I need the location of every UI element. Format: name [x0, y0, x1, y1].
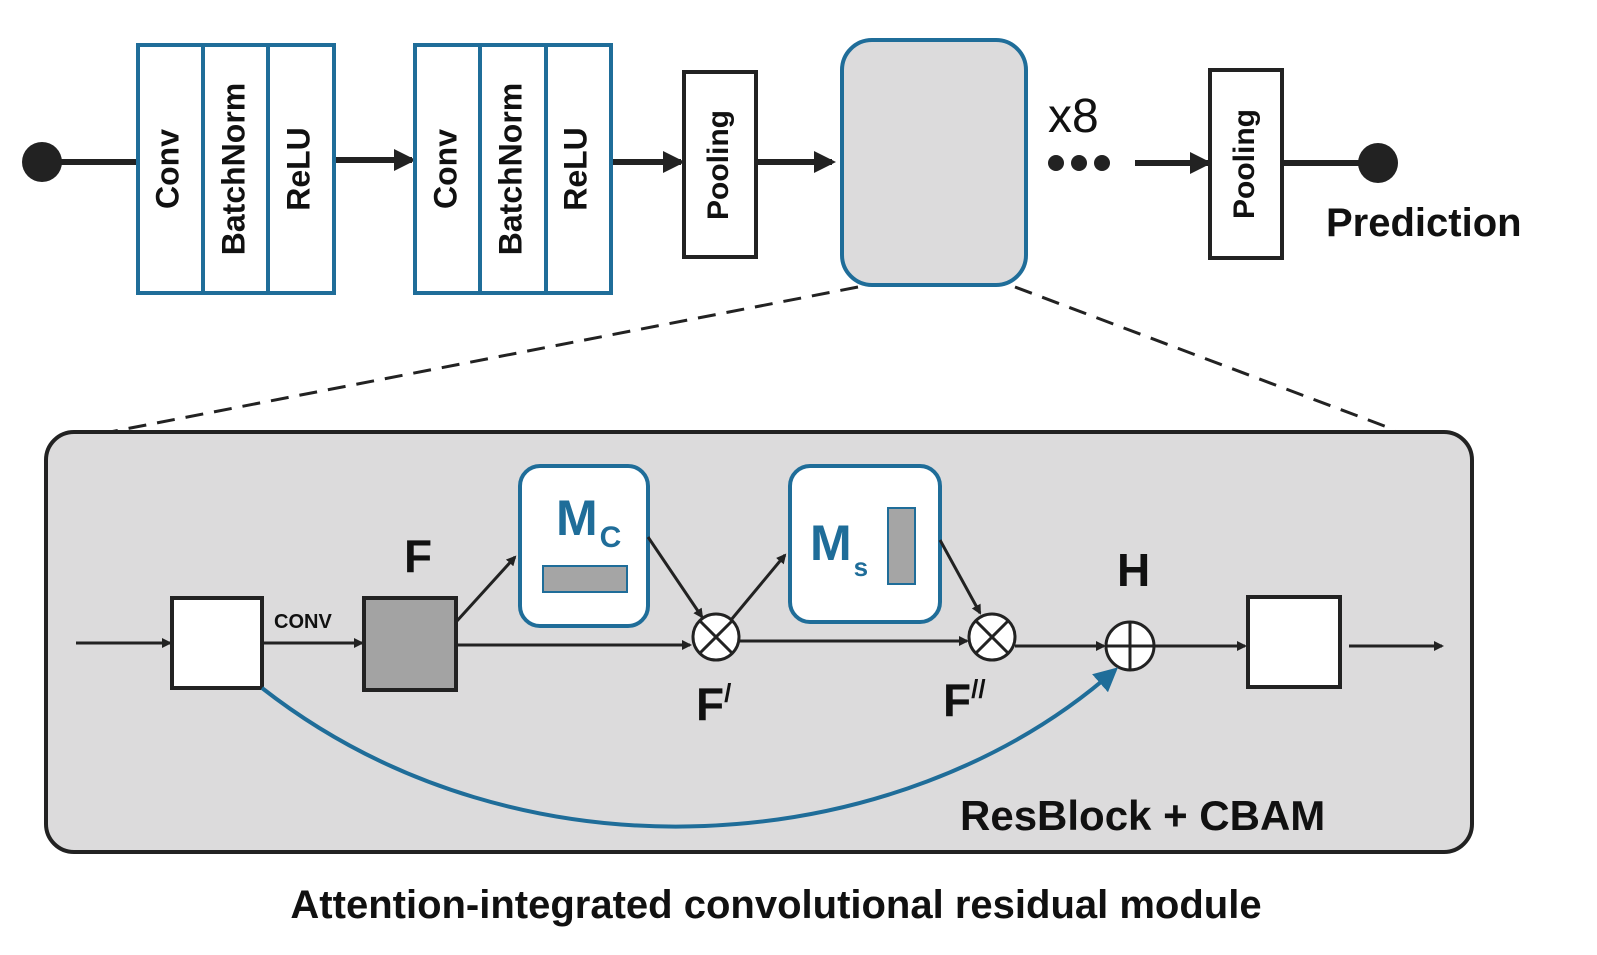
- multiply-node-1: [691, 612, 741, 662]
- skip-connection-curve: [260, 667, 1118, 829]
- pooling-1-label: Pooling: [702, 110, 735, 220]
- block1-relu-label: ReLU: [280, 127, 316, 211]
- svg-text:MC: MC: [556, 490, 621, 554]
- zoom-line-right: [1014, 285, 1396, 432]
- mc-attention-map: [542, 565, 628, 593]
- prediction-label: Prediction: [1326, 201, 1522, 245]
- block2-batchnorm-label: BatchNorm: [492, 83, 528, 255]
- resblock-cbam-module: [840, 38, 1028, 287]
- output-node: [1358, 143, 1398, 183]
- pooling-2: Pooling: [1208, 68, 1284, 260]
- f-prime-main: F: [696, 678, 724, 730]
- f-dprime-sup: //: [971, 674, 985, 704]
- h-label: H: [1117, 544, 1150, 596]
- f-prime-sup: /: [724, 678, 731, 708]
- arrow-f-to-mc: [454, 555, 517, 624]
- arrow-mc-to-mult1: [646, 536, 704, 619]
- conv-label: CONV: [274, 611, 332, 633]
- conv-block-1: Conv BatchNorm ReLU: [136, 43, 336, 295]
- mc-main: M: [556, 490, 598, 546]
- figure-caption: Attention-integrated convolutional resid…: [290, 883, 1261, 927]
- ellipsis-dots: [1048, 155, 1110, 171]
- repeat-label: x8: [1048, 90, 1099, 143]
- feature-map-f: [362, 596, 458, 692]
- block2-relu-label: ReLU: [557, 127, 593, 211]
- conv-block-2: Conv BatchNorm ReLU: [413, 43, 613, 295]
- spatial-attention-ms: Ms: [788, 464, 942, 624]
- pooling-1: Pooling: [682, 70, 758, 259]
- add-node: [1104, 620, 1156, 672]
- block2-conv-label: Conv: [427, 129, 463, 209]
- output-feature-box: [1246, 595, 1342, 689]
- ms-main: M: [810, 515, 852, 571]
- multiply-node-2: [967, 612, 1017, 662]
- ms-attention-map: [887, 507, 916, 585]
- block1-conv-label: Conv: [149, 129, 185, 209]
- svg-text:Ms: Ms: [810, 515, 868, 582]
- zoom-line-left: [109, 285, 859, 434]
- svg-text:F//: F//: [943, 674, 986, 726]
- resblock-cbam-title: ResBlock + CBAM: [960, 792, 1325, 839]
- f-label: F: [404, 530, 432, 582]
- f-dprime-main: F: [943, 674, 971, 726]
- ms-sub: s: [854, 552, 868, 582]
- svg-text:F/: F/: [696, 678, 731, 730]
- arrow-mult1-to-ms: [729, 553, 787, 621]
- pooling-2-label: Pooling: [1228, 109, 1261, 219]
- channel-attention-mc: MC: [518, 464, 650, 628]
- block1-batchnorm-label: BatchNorm: [215, 83, 251, 255]
- mc-sub: C: [600, 521, 622, 554]
- arrow-ms-to-mult2: [938, 539, 982, 615]
- input-feature-box: [170, 596, 264, 690]
